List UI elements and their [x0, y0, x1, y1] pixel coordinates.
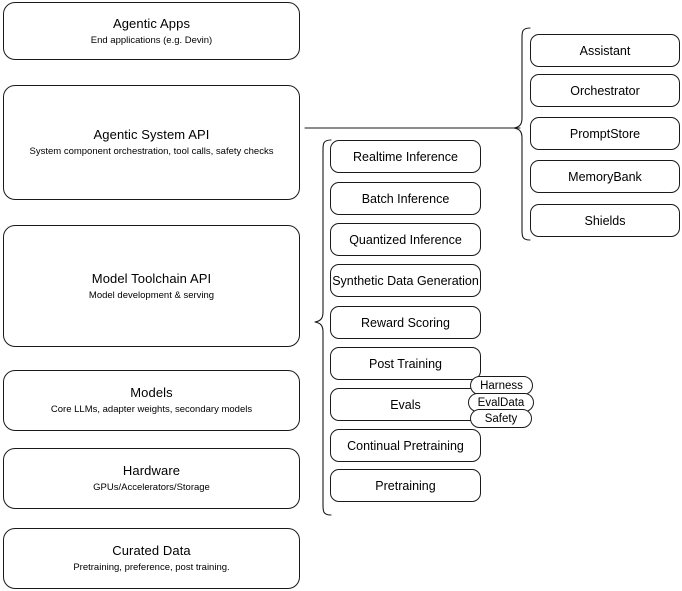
- system-component-shields[interactable]: Shields: [530, 204, 680, 237]
- layer-subtitle: Model development & serving: [88, 289, 215, 301]
- chip-label: Post Training: [369, 356, 442, 371]
- chip-label: Reward Scoring: [361, 315, 450, 330]
- pill-label: Safety: [484, 412, 518, 425]
- layer-box-model-toolchain-api[interactable]: Model Toolchain API Model development & …: [3, 225, 300, 347]
- chip-label: Orchestrator: [570, 83, 640, 98]
- system-component-promptstore[interactable]: PromptStore: [530, 117, 680, 150]
- layer-title: Curated Data: [112, 543, 191, 558]
- layer-title: Agentic System API: [93, 127, 210, 142]
- layer-box-agentic-system-api[interactable]: Agentic System API System component orch…: [3, 85, 300, 200]
- system-component-memorybank[interactable]: MemoryBank: [530, 160, 680, 193]
- toolchain-capabilities-brace: [314, 139, 332, 516]
- system-component-orchestrator[interactable]: Orchestrator: [530, 74, 680, 107]
- pill-label: EvalData: [477, 396, 525, 409]
- layer-box-agentic-apps[interactable]: Agentic Apps End applications (e.g. Devi…: [3, 2, 300, 60]
- chip-label: Assistant: [579, 43, 631, 58]
- chip-label: Realtime Inference: [353, 149, 458, 164]
- system-components-brace: [513, 27, 531, 241]
- layer-subtitle: System component orchestration, tool cal…: [29, 146, 274, 157]
- layer-box-curated-data[interactable]: Curated Data Pretraining, preference, po…: [3, 528, 300, 589]
- toolchain-capability-reward-scoring[interactable]: Reward Scoring: [330, 306, 481, 339]
- layer-subtitle: GPUs/Accelerators/Storage: [93, 482, 210, 493]
- chip-label: PromptStore: [569, 126, 641, 141]
- layer-title: Agentic Apps: [112, 15, 191, 31]
- chip-label: Quantized Inference: [349, 232, 462, 247]
- chip-label: Pretraining: [375, 478, 436, 493]
- toolchain-capability-batch-inference[interactable]: Batch Inference: [330, 182, 481, 215]
- layer-subtitle: End applications (e.g. Devin): [90, 34, 213, 46]
- layer-subtitle: Core LLMs, adapter weights, secondary mo…: [50, 404, 253, 415]
- chip-label: Batch Inference: [361, 191, 450, 206]
- chip-label: Synthetic Data Generation: [332, 273, 479, 288]
- toolchain-capability-pretraining[interactable]: Pretraining: [330, 469, 481, 502]
- layer-title: Model Toolchain API: [91, 270, 212, 286]
- pill-label: Harness: [480, 379, 523, 392]
- toolchain-capability-quantized-inference[interactable]: Quantized Inference: [330, 223, 481, 256]
- toolchain-capability-realtime-inference[interactable]: Realtime Inference: [330, 140, 481, 173]
- toolchain-capability-synthetic-data-generation[interactable]: Synthetic Data Generation: [330, 264, 481, 297]
- toolchain-capability-continual-pretraining[interactable]: Continual Pretraining: [330, 429, 481, 462]
- layer-title: Models: [130, 385, 173, 400]
- layer-box-hardware[interactable]: Hardware GPUs/Accelerators/Storage: [3, 448, 300, 509]
- toolchain-capability-evals[interactable]: Evals: [330, 388, 481, 421]
- chip-label: Continual Pretraining: [347, 438, 464, 453]
- chip-label: Evals: [390, 397, 421, 412]
- eval-tag-safety[interactable]: Safety: [470, 409, 532, 428]
- layer-subtitle: Pretraining, preference, post training.: [73, 562, 230, 573]
- layer-title: Hardware: [122, 463, 181, 478]
- chip-label: MemoryBank: [568, 169, 642, 184]
- system-component-assistant[interactable]: Assistant: [530, 34, 680, 67]
- chip-label: Shields: [584, 213, 626, 228]
- layer-box-models[interactable]: Models Core LLMs, adapter weights, secon…: [3, 370, 300, 431]
- toolchain-capability-post-training[interactable]: Post Training: [330, 347, 481, 380]
